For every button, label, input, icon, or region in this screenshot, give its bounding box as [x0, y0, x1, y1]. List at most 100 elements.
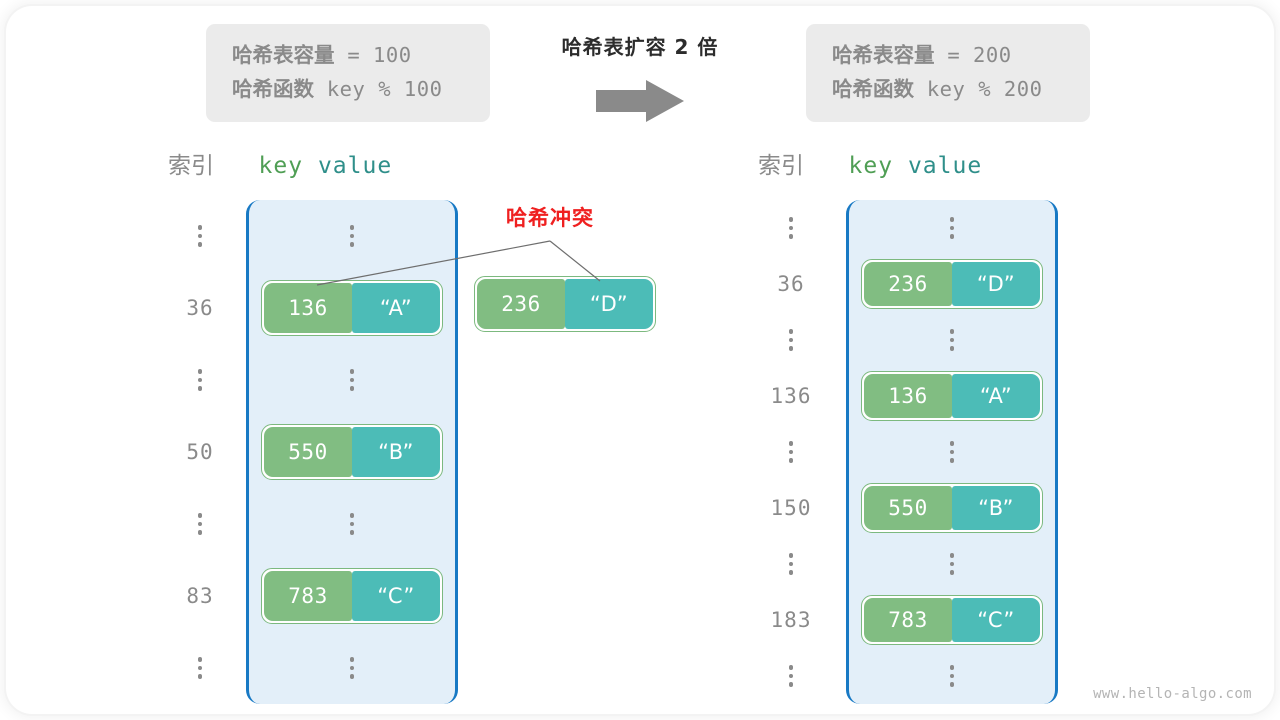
ellipsis-icon — [349, 657, 355, 679]
bucket-entry-row[interactable]: 136“A” — [249, 272, 455, 344]
ellipsis-icon — [788, 553, 794, 575]
bucket-ellipsis-row — [849, 424, 1055, 480]
key-cell: 783 — [264, 571, 352, 621]
key-cell: 783 — [864, 598, 952, 642]
bucket-entry-row[interactable]: 550“B” — [249, 416, 455, 488]
collision-value-cell: “D” — [565, 279, 653, 329]
bucket-ellipsis-row — [249, 632, 455, 704]
left-hashfunc-label: 哈希函数 — [232, 77, 314, 101]
entry-pair[interactable]: 550“B” — [861, 483, 1043, 533]
left-header-index: 索引 — [168, 153, 214, 179]
value-cell: “B” — [952, 486, 1040, 530]
index-label: 83 — [186, 584, 214, 608]
right-hashfunc-label: 哈希函数 — [832, 77, 914, 101]
ellipsis-icon — [949, 441, 955, 463]
left-hash-table-info-box: 哈希表容量 = 100 哈希函数 key % 100 — [206, 24, 490, 122]
ellipsis-icon — [349, 369, 355, 391]
left-hashfunc-value: key % 100 — [314, 77, 443, 101]
left-capacity-label: 哈希表容量 — [232, 43, 335, 67]
bucket-ellipsis-row — [849, 312, 1055, 368]
bucket-ellipsis-row — [249, 344, 455, 416]
left-hashfunc-line: 哈希函数 key % 100 — [232, 72, 464, 106]
collision-entry: 236“D” — [474, 276, 656, 332]
ellipsis-icon — [949, 553, 955, 575]
right-hashfunc-value: key % 200 — [914, 77, 1043, 101]
index-label: 183 — [770, 608, 812, 632]
left-column-headers: 索引 key value — [168, 146, 392, 180]
ellipsis-icon — [788, 441, 794, 463]
right-header-key: key — [848, 153, 894, 179]
index-label — [164, 632, 236, 704]
watermark: www.hello-algo.com — [1093, 686, 1252, 702]
entry-pair[interactable]: 136“A” — [261, 280, 443, 336]
index-label — [754, 312, 828, 368]
ellipsis-icon — [197, 513, 203, 535]
transform-title: 哈希表扩容 2 倍 — [561, 35, 719, 59]
key-cell: 550 — [264, 427, 352, 477]
key-cell: 550 — [864, 486, 952, 530]
right-bucket-column: 236“D” 136“A” 550“B” 783“C” — [846, 200, 1058, 704]
entry-pair[interactable]: 136“A” — [861, 371, 1043, 421]
left-capacity-value: = 100 — [334, 43, 412, 67]
ellipsis-icon — [949, 217, 955, 239]
bucket-ellipsis-row — [249, 200, 455, 272]
right-column-headers: 索引 key value — [758, 146, 982, 180]
bucket-ellipsis-row — [849, 200, 1055, 256]
bucket-ellipsis-row — [849, 536, 1055, 592]
ellipsis-icon — [949, 329, 955, 351]
bucket-ellipsis-row — [249, 488, 455, 560]
key-cell: 236 — [864, 262, 952, 306]
value-cell: “C” — [352, 571, 440, 621]
index-label — [754, 424, 828, 480]
index-label — [754, 648, 828, 704]
index-label: 36 — [186, 296, 214, 320]
index-label: 50 — [186, 440, 214, 464]
index-label: 150 — [770, 496, 812, 520]
left-header-value: value — [317, 153, 393, 179]
index-label — [164, 488, 236, 560]
index-label — [754, 200, 828, 256]
index-label — [164, 200, 236, 272]
bucket-entry-row[interactable]: 550“B” — [849, 480, 1055, 536]
ellipsis-icon — [788, 329, 794, 351]
right-hashfunc-line: 哈希函数 key % 200 — [832, 72, 1064, 106]
ellipsis-icon — [197, 369, 203, 391]
key-cell: 136 — [864, 374, 952, 418]
bucket-entry-row[interactable]: 783“C” — [249, 560, 455, 632]
ellipsis-icon — [788, 665, 794, 687]
right-capacity-label: 哈希表容量 — [832, 43, 935, 67]
key-cell: 136 — [264, 283, 352, 333]
left-index-column: 36 50 83 — [164, 200, 236, 704]
entry-pair[interactable]: 236“D” — [861, 259, 1043, 309]
value-cell: “C” — [952, 598, 1040, 642]
entry-pair[interactable]: 783“C” — [861, 595, 1043, 645]
value-cell: “A” — [952, 374, 1040, 418]
bucket-entry-row[interactable]: 136“A” — [849, 368, 1055, 424]
right-hash-table-info-box: 哈希表容量 = 200 哈希函数 key % 200 — [806, 24, 1090, 122]
left-capacity-line: 哈希表容量 = 100 — [232, 38, 464, 72]
value-cell: “A” — [352, 283, 440, 333]
entry-pair[interactable]: 783“C” — [261, 568, 443, 624]
left-hash-table: 36 50 83 136“A” 550“B” 783“C” — [164, 200, 458, 704]
ellipsis-icon — [349, 513, 355, 535]
ellipsis-icon — [197, 225, 203, 247]
ellipsis-icon — [197, 657, 203, 679]
transform-arrow-wrap — [520, 76, 760, 126]
index-label — [754, 536, 828, 592]
value-cell: “B” — [352, 427, 440, 477]
right-capacity-value: = 200 — [934, 43, 1012, 67]
left-bucket-column: 136“A” 550“B” 783“C” — [246, 200, 458, 704]
ellipsis-icon — [949, 665, 955, 687]
entry-pair[interactable]: 550“B” — [261, 424, 443, 480]
bucket-entry-row[interactable]: 236“D” — [849, 256, 1055, 312]
right-header-value: value — [907, 153, 983, 179]
collision-key-cell: 236 — [477, 279, 565, 329]
bucket-entry-row[interactable]: 783“C” — [849, 592, 1055, 648]
value-cell: “D” — [952, 262, 1040, 306]
collision-label: 哈希冲突 — [506, 206, 594, 230]
bucket-ellipsis-row — [849, 648, 1055, 704]
collision-entry-pair[interactable]: 236“D” — [474, 276, 656, 332]
